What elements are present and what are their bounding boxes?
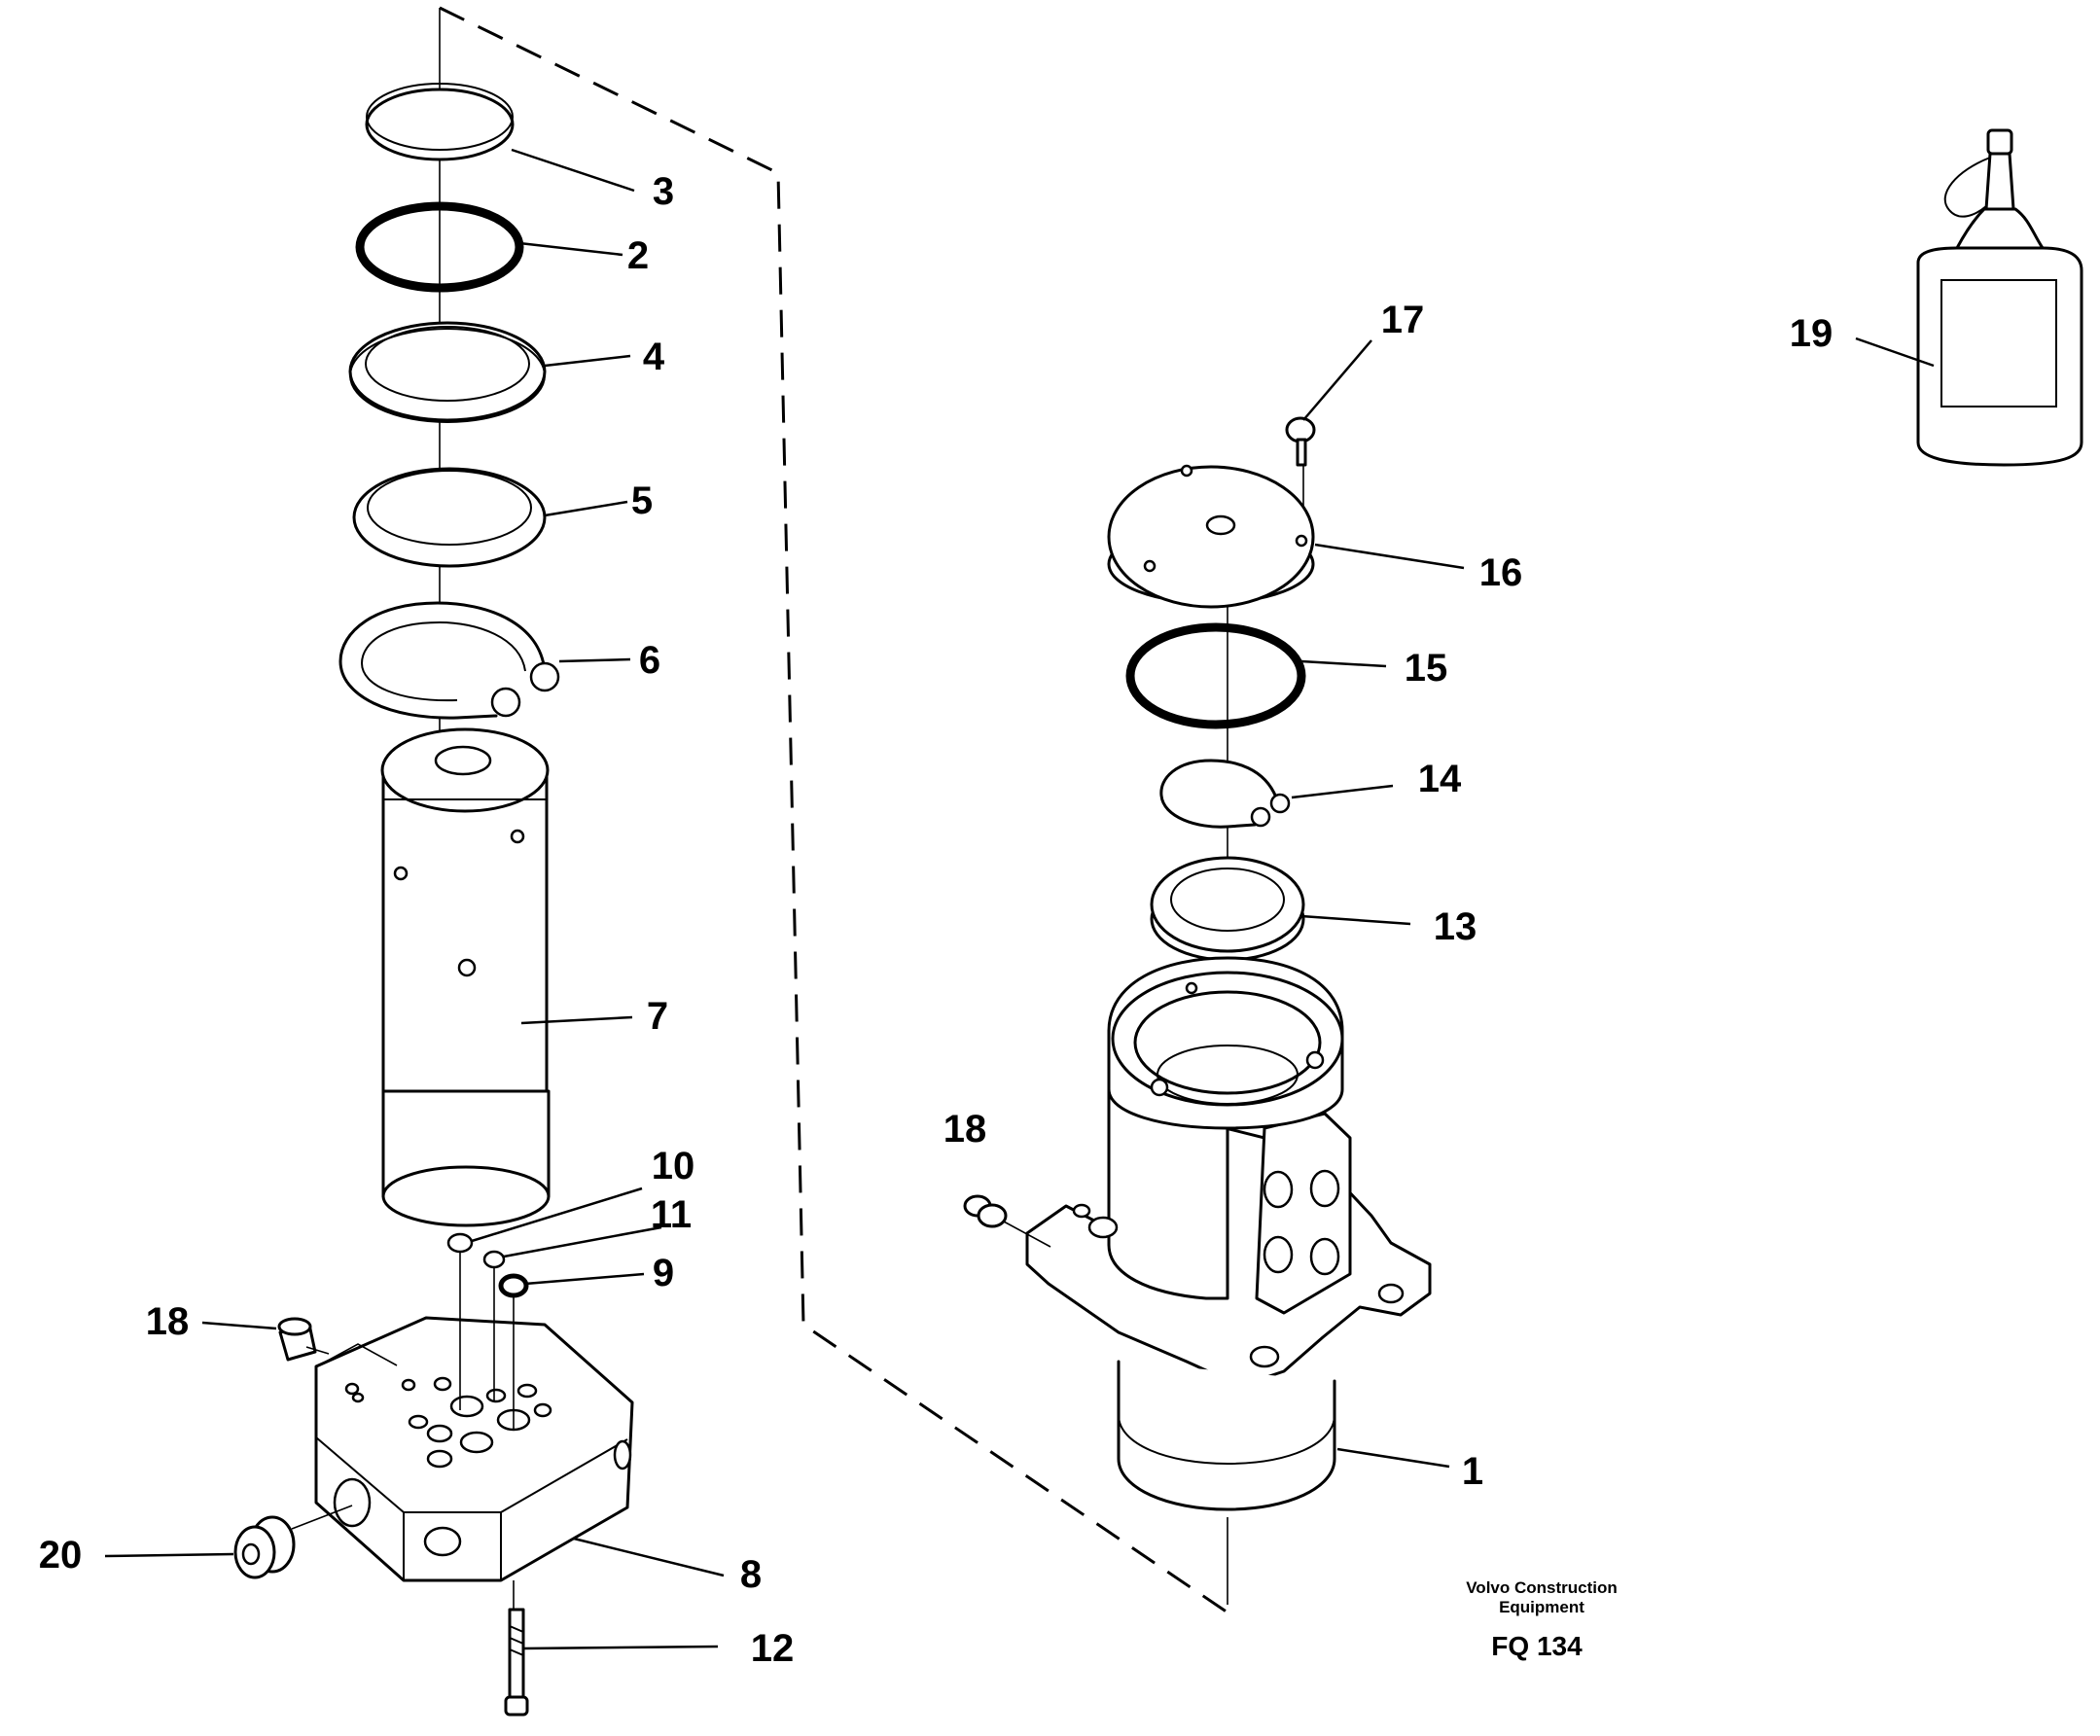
part-7-shaft — [380, 727, 551, 1227]
part-4-seal — [348, 321, 547, 423]
part-17-screw — [1285, 416, 1316, 467]
part-20-plug — [233, 1505, 353, 1579]
callout-10: 10 — [652, 1145, 695, 1187]
part-9-o-ring — [498, 1273, 529, 1298]
callout-15: 15 — [1405, 647, 1448, 690]
part-14-snap-ring — [1159, 759, 1291, 829]
manufacturer-credit-line1: Volvo Construction — [1466, 1578, 1618, 1597]
callout-4: 4 — [643, 336, 665, 378]
part-6-snap-ring — [338, 601, 560, 720]
part-19-adhesive-bottle — [1916, 128, 2083, 467]
part-1-housing — [1025, 956, 1432, 1511]
callout-7: 7 — [647, 995, 668, 1038]
callout-labels: 3 2 4 5 6 7 10 11 9 18 20 8 12 17 16 15 … — [39, 170, 1833, 1670]
leader-lines — [104, 148, 1935, 1650]
part-13-bearing — [1150, 856, 1305, 962]
callout-3: 3 — [653, 170, 674, 213]
part-18-plug — [277, 1317, 330, 1362]
callout-13: 13 — [1434, 905, 1477, 948]
part-11-o-ring — [482, 1250, 506, 1269]
callout-8: 8 — [740, 1553, 762, 1596]
part-8-valve-block — [314, 1316, 634, 1582]
callout-6: 6 — [639, 639, 660, 682]
assembly-boundary-dashed — [439, 6, 1231, 1616]
callout-19: 19 — [1790, 312, 1833, 355]
callout-16: 16 — [1479, 551, 1523, 594]
part-2-o-ring — [355, 201, 524, 293]
part-3-ring — [365, 83, 515, 161]
part-15-o-ring — [1125, 622, 1306, 729]
part-18-plug-right — [963, 1194, 1051, 1248]
manufacturer-credit-line2: Equipment — [1499, 1598, 1584, 1616]
callout-17: 17 — [1381, 299, 1425, 341]
part-10-o-ring — [446, 1232, 474, 1254]
callout-11: 11 — [651, 1193, 692, 1236]
part-16-cover — [1107, 464, 1315, 609]
callout-9: 9 — [653, 1252, 674, 1294]
callout-12: 12 — [751, 1627, 795, 1670]
callout-20: 20 — [39, 1534, 83, 1577]
part-12-bolt — [504, 1580, 529, 1717]
callout-18-right: 18 — [943, 1108, 987, 1151]
callout-2: 2 — [627, 234, 649, 277]
callout-1: 1 — [1462, 1450, 1483, 1493]
part-5-bushing — [352, 467, 547, 568]
callout-18-left: 18 — [146, 1300, 190, 1343]
callout-14: 14 — [1418, 758, 1462, 800]
figure-code: FQ 134 — [1491, 1631, 1583, 1661]
callout-5: 5 — [631, 479, 653, 522]
